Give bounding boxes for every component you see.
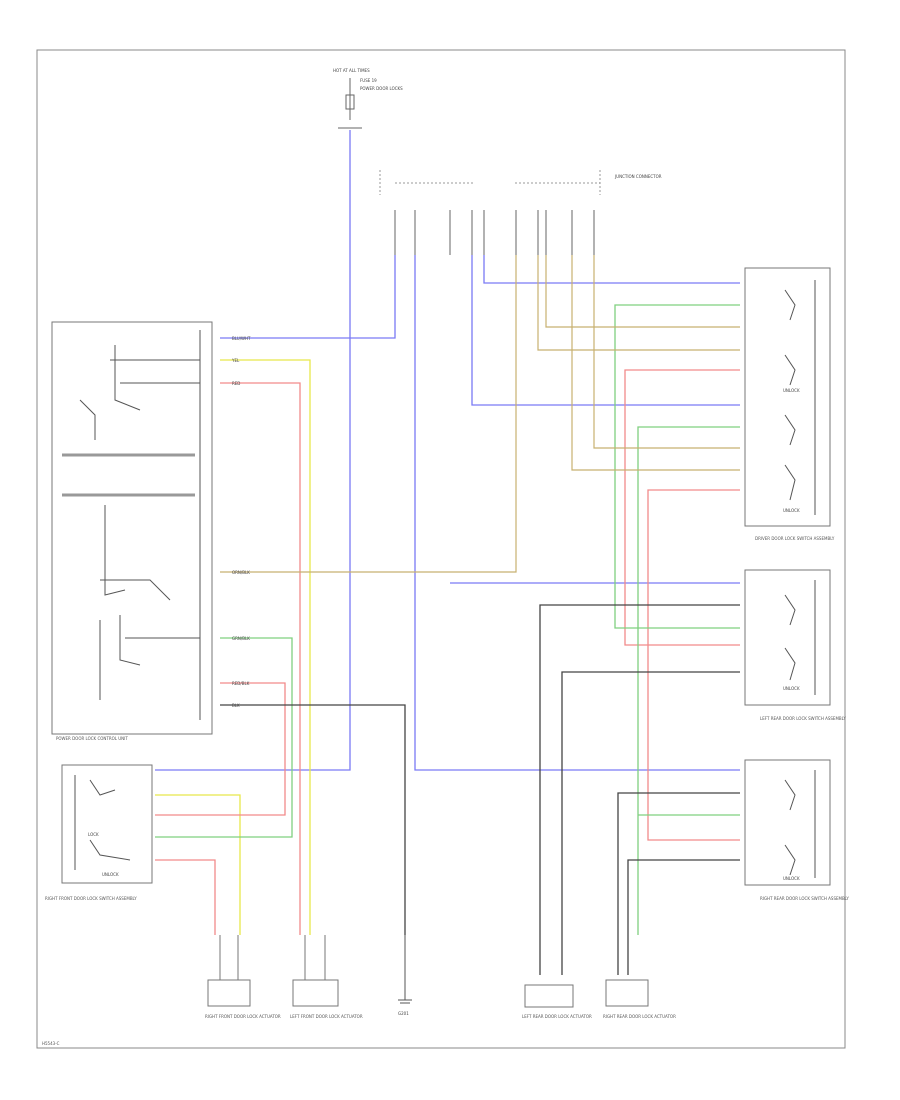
drv-unlock-word: UNLOCK [783, 388, 800, 393]
left-rear-door-lock-switch: UNLOCK LEFT REAR DOOR LOCK SWITCH ASSEMB… [744, 569, 846, 721]
right-front-door-lock-switch: LOCK UNLOCK RIGHT FRONT DOOR LOCK SWITCH… [45, 764, 153, 901]
red-wires [155, 369, 740, 935]
footer-code: H5543-C [42, 1041, 60, 1046]
rr-unlock-word: UNLOCK [783, 876, 800, 881]
control-unit-label: POWER DOOR LOCK CONTROL UNIT [56, 736, 128, 741]
pin-label-7: BLK [232, 703, 240, 708]
actuator-label-2: LEFT FRONT DOOR LOCK ACTUATOR [290, 1014, 363, 1019]
blue-wires [155, 130, 740, 771]
fuse-block: HOT AT ALL TIMES FUSE 19 POWER DOOR LOCK… [333, 68, 403, 129]
actuator-label-3: LEFT REAR DOOR LOCK ACTUATOR [522, 1014, 592, 1019]
actuator-left-rear: LEFT REAR DOOR LOCK ACTUATOR [522, 984, 592, 1019]
ground-symbol: G201 [398, 935, 412, 1016]
left-rear-switch-label: LEFT REAR DOOR LOCK SWITCH ASSEMBLY [760, 716, 846, 721]
pin-label-5: GRN/BLK [232, 636, 250, 641]
actuator-right-rear: RIGHT REAR DOOR LOCK ACTUATOR [603, 979, 676, 1019]
rf-unlock-word: UNLOCK [102, 872, 119, 877]
tan-wires [220, 255, 740, 573]
fuse-label: FUSE 19 [360, 78, 377, 83]
lr-unlock-word: UNLOCK [783, 686, 800, 691]
rf-lock-word: LOCK [88, 832, 99, 837]
actuator-right-front: RIGHT FRONT DOOR LOCK ACTUATOR [205, 935, 281, 1019]
drv-unlock-word-2: UNLOCK [783, 508, 800, 513]
fuse-box-label: HOT AT ALL TIMES [333, 68, 370, 73]
junction-connector: JUNCTION CONNECTOR [379, 170, 662, 255]
green-wires [155, 304, 740, 935]
pin-label-6: RED/BLK [232, 681, 250, 686]
black-wires [220, 604, 740, 975]
pin-label-4: ORN/BLK [232, 570, 250, 575]
pin-label-3: RED [232, 381, 240, 386]
driver-door-lock-switch: UNLOCK UNLOCK DRIVER DOOR LOCK SWITCH AS… [744, 267, 835, 541]
pin-label-1: BLU/WHT [232, 336, 251, 341]
right-rear-door-lock-switch: UNLOCK RIGHT REAR DOOR LOCK SWITCH ASSEM… [744, 759, 849, 901]
pin-label-2: YEL [231, 358, 240, 363]
rf-switch-label: RIGHT FRONT DOOR LOCK SWITCH ASSEMBLY [45, 896, 137, 901]
yellow-wires [155, 359, 311, 935]
actuator-label-1: RIGHT FRONT DOOR LOCK ACTUATOR [205, 1014, 281, 1019]
actuator-left-front: LEFT FRONT DOOR LOCK ACTUATOR [290, 935, 363, 1019]
driver-switch-label: DRIVER DOOR LOCK SWITCH ASSEMBLY [755, 536, 835, 541]
connector-label: JUNCTION CONNECTOR [614, 174, 662, 179]
power-door-lock-control-unit: POWER DOOR LOCK CONTROL UNIT BLU/WHT YEL… [51, 321, 251, 741]
diagram-frame [36, 49, 846, 1049]
ground-label: G201 [398, 1011, 409, 1016]
right-rear-switch-label: RIGHT REAR DOOR LOCK SWITCH ASSEMBLY [760, 896, 849, 901]
actuator-label-4: RIGHT REAR DOOR LOCK ACTUATOR [603, 1014, 676, 1019]
fuse-caption: POWER DOOR LOCKS [360, 86, 403, 91]
